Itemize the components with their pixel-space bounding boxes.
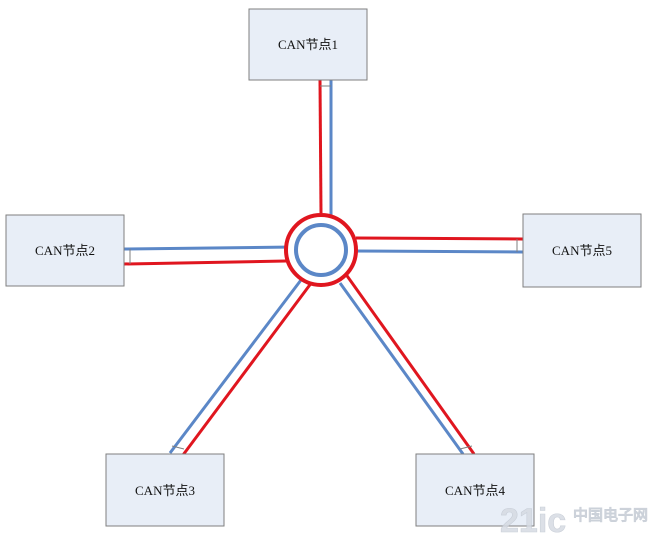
node-box (105, 453, 225, 527)
can-node-1: CAN节点1 (248, 8, 368, 81)
can-low-wire (338, 282, 465, 455)
node-box (415, 453, 535, 527)
node-box (248, 8, 368, 81)
can-high-wire (343, 272, 476, 455)
can-high-wire (355, 236, 524, 241)
wire-pair-node-1 (318, 79, 333, 224)
can-high-wire (318, 79, 323, 214)
node-label: CAN节点5 (552, 243, 612, 258)
can-node-5: CAN节点5 (522, 213, 642, 288)
hub-inner-ring (294, 223, 348, 277)
can-high-wire (123, 259, 287, 266)
can-node-3: CAN节点3 (105, 453, 225, 527)
can-high-wire (181, 281, 314, 456)
watermark-subtitle: 中国电子网 (573, 506, 648, 524)
node-box (522, 213, 642, 288)
node-label: CAN节点4 (445, 483, 505, 498)
watermark-logo: 21ic 中国电子网 (500, 502, 649, 541)
central-hub (284, 213, 358, 287)
wire-pair-node-5 (352, 236, 524, 254)
wire-terminal (459, 445, 473, 450)
wire-pair-node-4 (338, 272, 476, 455)
node-label: CAN节点3 (135, 483, 195, 498)
wire-pair-node-2 (123, 245, 295, 266)
can-node-2: CAN节点2 (5, 214, 125, 287)
can-low-wire (352, 249, 524, 254)
wire-terminal (171, 445, 185, 450)
watermark-brand: 21ic (500, 502, 566, 540)
can-low-wire (123, 245, 295, 251)
can-low-wire (168, 279, 303, 454)
wire-pair-node-3 (168, 279, 314, 456)
can-node-4: CAN节点4 (415, 453, 535, 527)
node-box (5, 214, 125, 287)
node-label: CAN节点2 (35, 243, 95, 258)
node-label: CAN节点1 (278, 37, 338, 52)
